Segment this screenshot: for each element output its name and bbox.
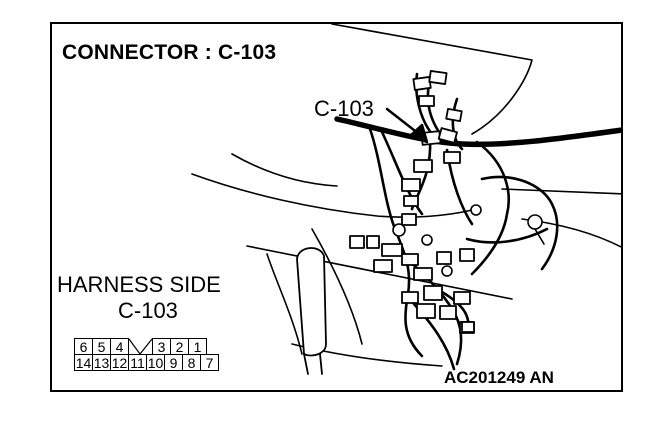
pin-9: 9	[164, 354, 183, 371]
diagram-frame: CONNECTOR : C-103 C-103 HARNESS SIDE C-1…	[50, 22, 623, 392]
callout-label: C-103	[314, 96, 374, 121]
pin-4: 4	[110, 338, 129, 355]
pin-13: 13	[92, 354, 111, 371]
dashboard-outline	[191, 24, 621, 367]
pin-12: 12	[110, 354, 129, 371]
pin-3: 3	[152, 338, 171, 355]
pin-2: 2	[170, 338, 189, 355]
main-harness	[334, 116, 621, 148]
pin-5: 5	[92, 338, 111, 355]
clips	[392, 204, 545, 277]
shift-lever	[296, 247, 327, 375]
pin-10: 10	[146, 354, 165, 371]
diagram-title: CONNECTOR : C-103	[62, 41, 277, 64]
pin-1: 1	[188, 338, 207, 355]
pin-8: 8	[182, 354, 201, 371]
callout-arrow	[385, 107, 429, 144]
locking-notch-icon	[128, 338, 153, 355]
figure-code: AC201249 AN	[444, 368, 554, 387]
pin-6: 6	[74, 338, 93, 355]
connectors	[349, 70, 475, 334]
pin-7: 7	[200, 354, 219, 371]
harness-connector-id: C-103	[118, 298, 178, 323]
wiring-illustration	[191, 24, 621, 375]
pin-11: 11	[128, 354, 147, 371]
harness-side-label: HARNESS SIDE	[57, 272, 221, 297]
pin-14: 14	[74, 354, 93, 371]
